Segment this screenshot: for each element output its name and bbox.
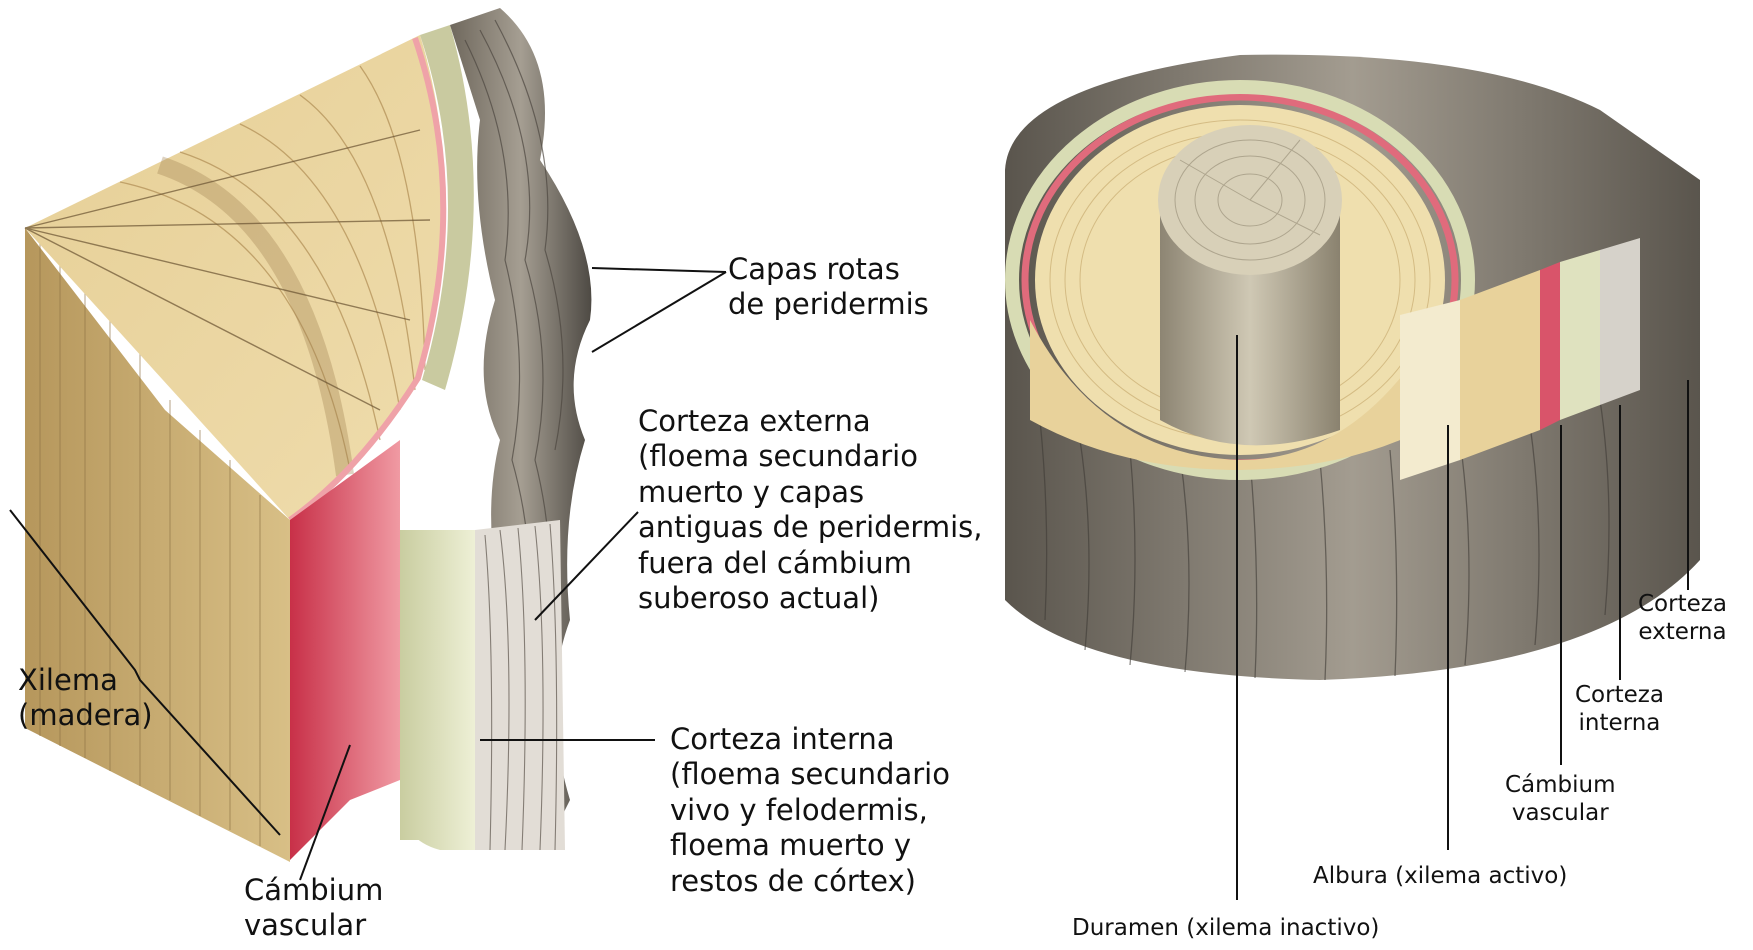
xylem-front-face [25, 228, 290, 862]
stump-inner-bark [1560, 250, 1600, 420]
right-stump [1005, 54, 1700, 681]
stump-outer-bark [1600, 238, 1640, 405]
label-albura: Albura (xilema activo) [1313, 863, 1568, 889]
label-capas-rotas: Capas rotas de peridermis [728, 252, 929, 322]
stump-cambium [1540, 262, 1560, 430]
cambium-ring-top [288, 37, 447, 523]
left-wood-block [24, 8, 592, 862]
label-xilema: Xilema (madera) [18, 663, 153, 733]
leader-lines [9, 267, 1689, 900]
label-corteza-interna: Corteza interna (floema secundario vivo … [670, 722, 950, 898]
label-cambium-vascular-left: Cámbium vascular [244, 873, 384, 943]
sapwood-cut-face [1400, 300, 1460, 480]
label-corteza-interna-right: Corteza interna [1575, 682, 1664, 737]
cambium-face [290, 440, 400, 860]
label-duramen: Duramen (xilema inactivo) [1072, 915, 1380, 941]
label-cambium-vascular-right: Cámbium vascular [1505, 772, 1616, 827]
label-corteza-externa: Corteza externa (floema secundario muert… [638, 404, 983, 615]
label-corteza-externa-right: Corteza externa [1638, 591, 1727, 646]
